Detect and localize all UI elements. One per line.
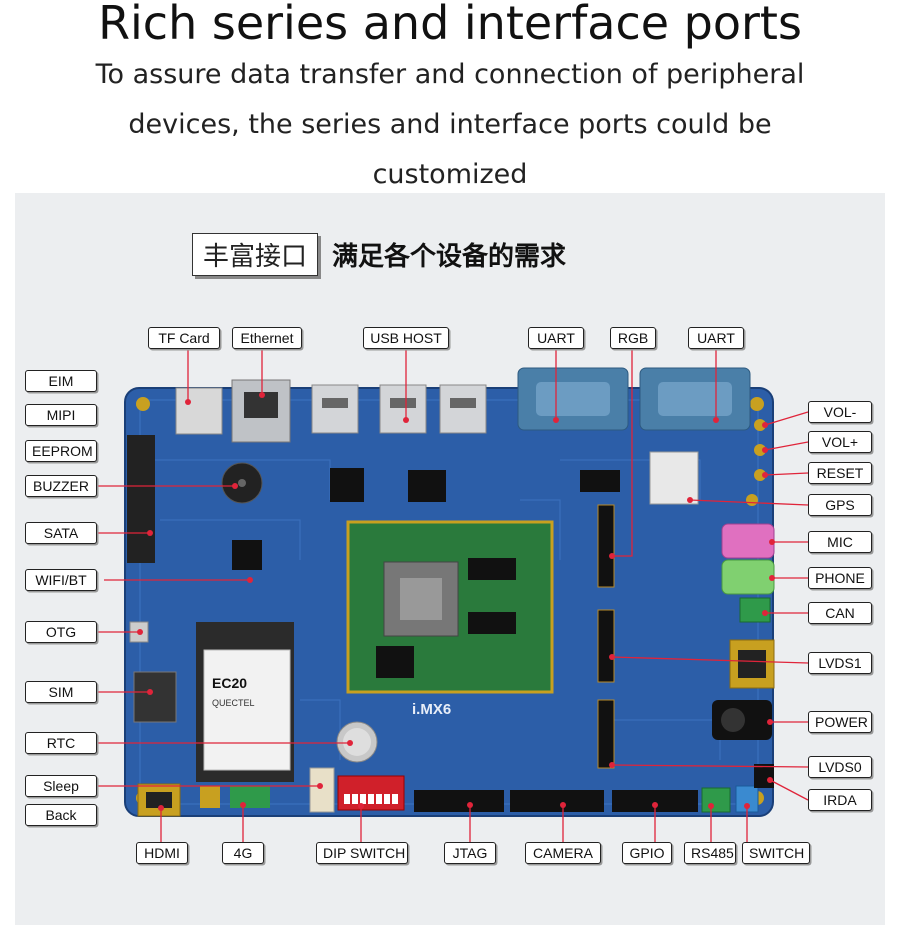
label-irda: IRDA [808,789,872,811]
4g-antenna-connector [200,786,220,808]
reset-button [754,469,766,481]
label-lvds1: LVDS1 [808,652,872,674]
label-can: CAN [808,602,872,624]
label-4g: 4G [222,842,264,864]
usb-port [311,384,359,434]
label-usb-host: USB HOST [363,327,449,349]
label-hdmi: HDMI [136,842,188,864]
label-uart-1: UART [528,327,584,349]
label-vol-plus: VOL+ [808,431,872,453]
phone-jack [721,559,775,595]
sleep-back-buttons [309,767,335,813]
sata-connector [127,435,155,563]
label-uart-2: UART [688,327,744,349]
subtitle-line-1: To assure data transfer and connection o… [95,59,805,90]
mic-jack [721,523,775,559]
label-power: POWER [808,711,872,733]
label-mic: MIC [808,531,872,553]
board-name: i.MX6 [412,701,451,718]
label-lvds0: LVDS0 [808,756,872,778]
vol-plus-button [754,444,766,456]
irda-component [754,764,774,788]
camera-header [510,790,604,812]
page-subtitle: To assure data transfer and connection o… [60,50,840,200]
banner: 丰富接口 满足各个设备的需求 [192,232,566,276]
4g-chip-model: EC20 [212,675,247,691]
subtitle-line-3: customized [372,159,528,190]
label-rtc: RTC [25,732,97,754]
label-rs485: RS485 [684,842,736,864]
lvds0-connector [597,699,615,769]
label-gps: GPS [808,494,872,516]
gps-antenna-icon [746,494,758,506]
label-jtag: JTAG [444,842,496,864]
label-back: Back [25,804,97,826]
subtitle-line-2: devices, the series and interface ports … [128,109,772,140]
gps-module [649,451,699,505]
usb-port [379,384,427,434]
label-ethernet: Ethernet [232,327,302,349]
can-terminal [739,597,771,623]
label-sleep: Sleep [25,775,97,797]
rgb-connector [597,504,615,588]
label-tf-card: TF Card [148,327,220,349]
rs485-terminal [701,787,731,813]
label-rgb: RGB [610,327,656,349]
usb-port [439,384,487,434]
label-dip-switch: DIP SWITCH [316,842,408,864]
sim-slot [133,671,177,723]
mount-hole-icon [750,397,764,411]
vol-minus-button [754,419,766,431]
gpio-header [612,790,698,812]
label-camera: CAMERA [525,842,601,864]
page-title: Rich series and interface ports [98,0,802,50]
label-buzzer: BUZZER [25,475,97,497]
label-phone: PHONE [808,567,872,589]
label-reset: RESET [808,462,872,484]
label-sim: SIM [25,681,97,703]
label-eeprom: EEPROM [25,440,97,462]
mount-hole-icon [136,397,150,411]
label-otg: OTG [25,621,97,643]
label-switch: SWITCH [742,842,810,864]
label-sata: SATA [25,522,97,544]
dip-switch [337,775,405,811]
label-gpio: GPIO [622,842,672,864]
label-vol-minus: VOL- [808,401,872,423]
banner-text: 满足各个设备的需求 [332,241,567,272]
label-eim: EIM [25,370,97,392]
label-mipi: MIPI [25,404,97,426]
tf-card-slot [175,387,223,435]
jtag-header [414,790,504,812]
banner-boxed-text: 丰富接口 [192,232,319,276]
4g-brand: QUECTEL [212,698,255,708]
lvds1-connector [597,609,615,683]
label-wifi-bt: WIFI/BT [25,569,97,591]
